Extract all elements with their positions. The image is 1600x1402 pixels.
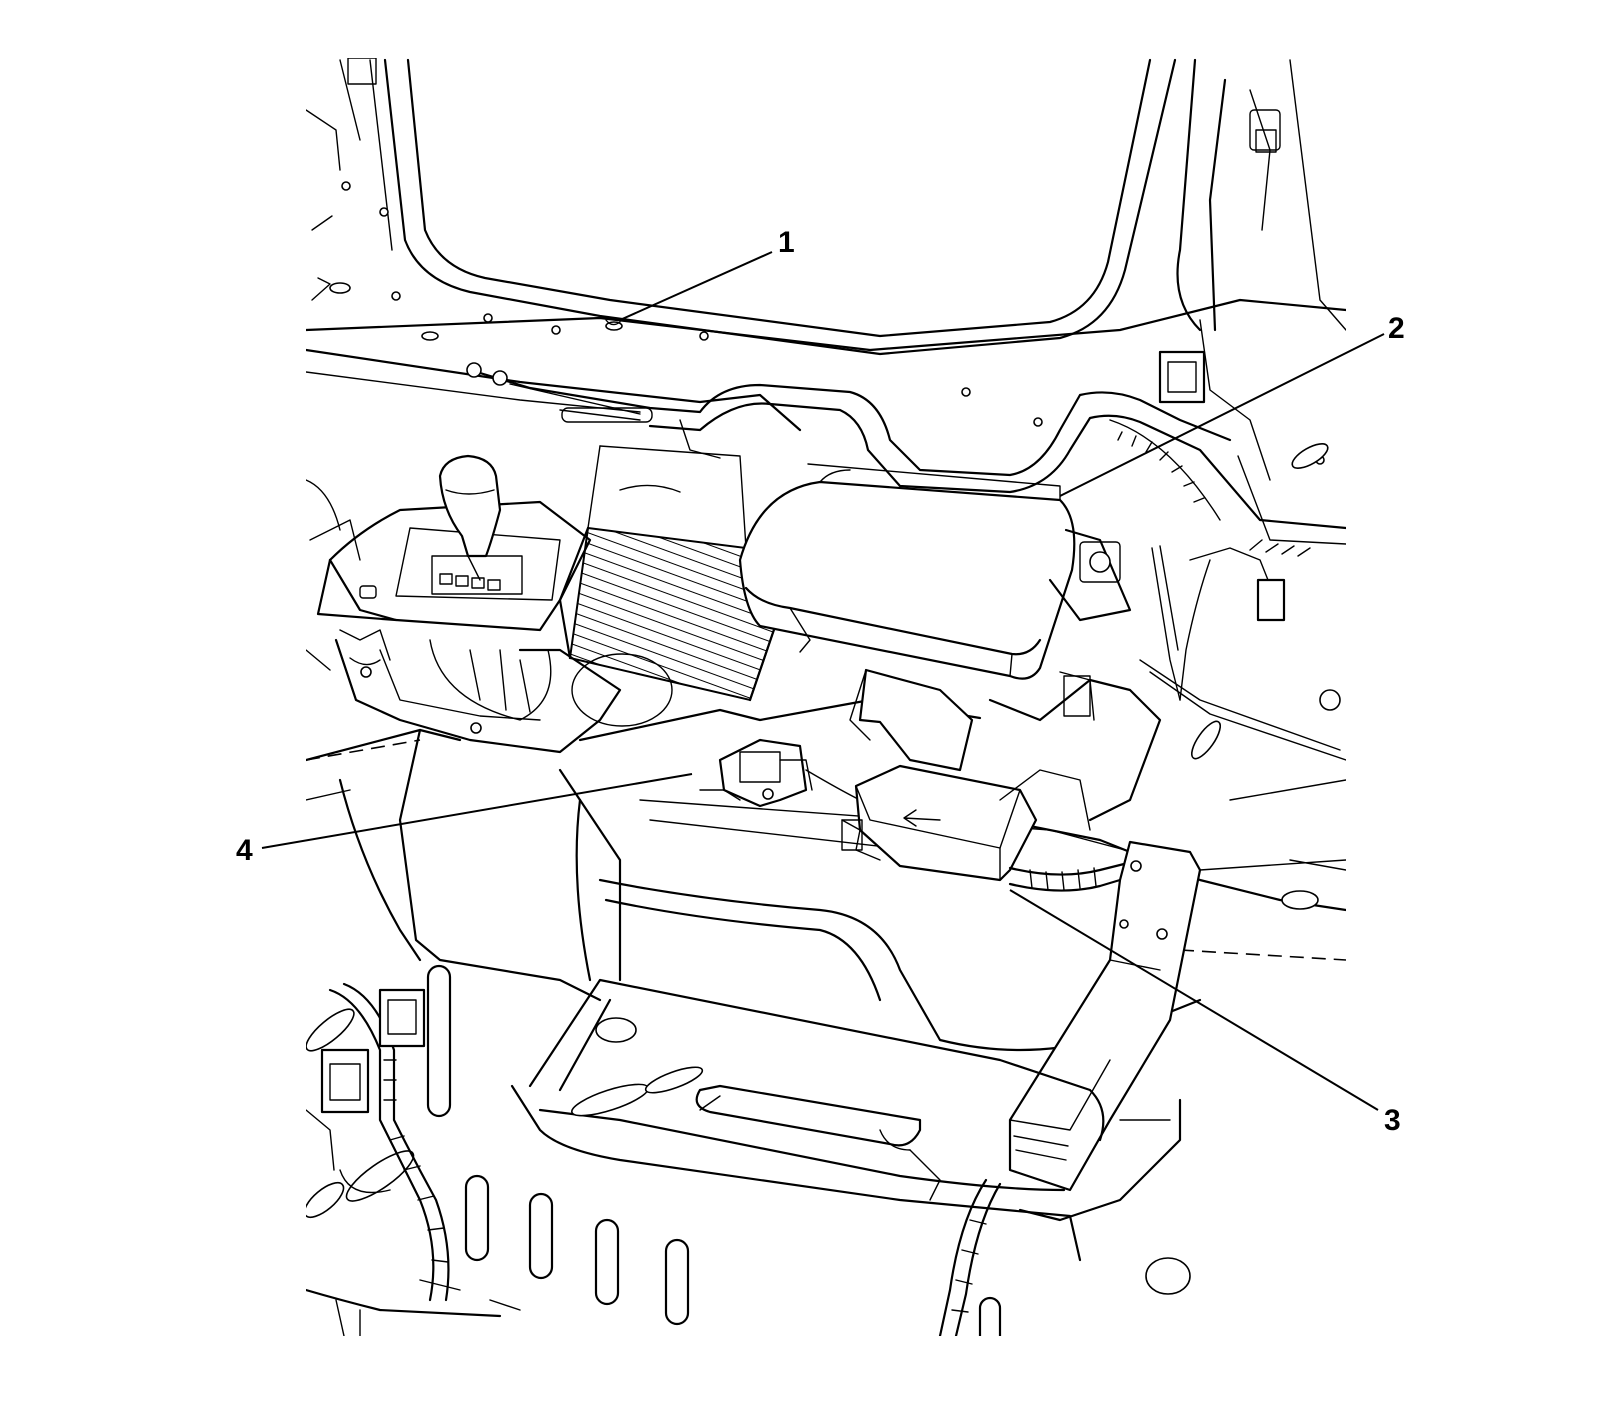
callout-leaders — [261, 251, 1385, 1111]
bracket-right — [1048, 528, 1346, 761]
floor-panel — [306, 58, 1346, 469]
leader-4 — [261, 773, 693, 849]
callout-1: 1 — [778, 226, 795, 259]
callout-2: 2 — [1388, 312, 1405, 345]
hook-clip — [605, 319, 621, 326]
ribbed-console-cover — [558, 445, 782, 702]
floor-tunnel — [306, 668, 1346, 1052]
shifter-assembly — [306, 454, 673, 754]
callout-labels: 1 2 3 4 — [236, 226, 1405, 1137]
armrest-lid — [738, 463, 1076, 680]
leader-2 — [1059, 333, 1385, 497]
leader-1 — [619, 251, 773, 321]
callout-3: 3 — [1384, 1104, 1401, 1137]
callout-4: 4 — [236, 834, 253, 867]
leader-3 — [1009, 889, 1379, 1111]
cross-member — [466, 319, 1346, 557]
lower-floor — [306, 964, 1191, 1336]
line-art — [306, 58, 1346, 1336]
sensor-module — [699, 738, 861, 808]
